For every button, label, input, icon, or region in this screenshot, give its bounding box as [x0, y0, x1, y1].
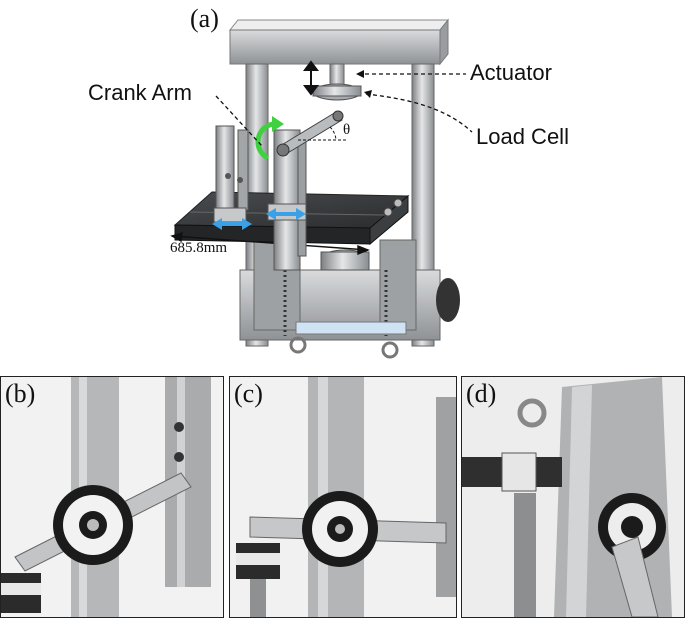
sprocket-c-icon	[302, 491, 378, 567]
rotation-arrow-icon	[255, 121, 275, 161]
dimension-line	[170, 232, 370, 256]
dimension-label: 685.8mm	[170, 240, 228, 256]
actuator-label: Actuator	[470, 60, 552, 85]
rig-drawing	[170, 18, 473, 359]
photo-b-drawing	[1, 377, 223, 617]
panel-label-c: (c)	[234, 379, 263, 408]
sprocket-b-icon	[53, 485, 133, 565]
slide-arrow-icon	[212, 208, 306, 230]
rig-rendering: (a) Crank Arm Actuator Load Cell θ 685.8…	[88, 4, 569, 359]
panel-label-a: (a)	[190, 4, 219, 33]
angle-label: θ	[343, 122, 351, 138]
photo-d: (d)	[461, 376, 685, 618]
crank-arm-label: Crank Arm	[88, 80, 192, 105]
actuator-arrow-icon	[303, 60, 319, 96]
photo-c: (c)	[229, 376, 457, 618]
load-cell-label: Load Cell	[476, 124, 569, 149]
panel-label-b: (b)	[5, 379, 36, 408]
photo-d-drawing	[462, 377, 684, 617]
photo-b: (b)	[0, 376, 224, 618]
photo-c-drawing	[230, 377, 456, 617]
panel-label-d: (d)	[466, 379, 497, 408]
sprocket-d-icon	[598, 493, 666, 561]
top-crossbeam	[228, 19, 450, 31]
